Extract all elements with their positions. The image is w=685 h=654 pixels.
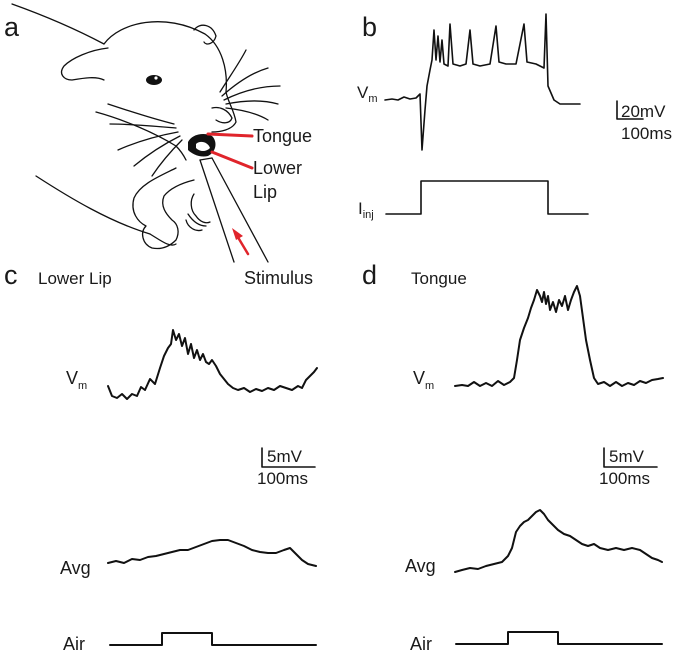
pipette-tip: [199, 157, 213, 161]
scale-label-ms-d: 100ms: [599, 469, 650, 488]
label-air-c: Air: [63, 634, 85, 654]
label-lower: Lower: [253, 158, 302, 178]
body-outline-2: [149, 233, 177, 246]
whisker: [225, 100, 279, 105]
paw-arm: [132, 167, 195, 250]
head-outline: [103, 21, 237, 133]
panel-c: c Lower Lip Vm 5mV 100ms Avg Air: [4, 260, 318, 654]
body-outline: [35, 175, 151, 235]
pipette-right: [211, 157, 269, 263]
tongue-pointer: [206, 132, 254, 138]
label-vm-d: Vm: [413, 368, 434, 392]
air-trace-lower-lip: [109, 632, 317, 646]
label-tongue: Tongue: [253, 126, 312, 146]
panel-letter-a: a: [4, 12, 20, 42]
cheek-outline: [95, 111, 187, 161]
nose: [211, 106, 233, 124]
label-air-d: Air: [410, 634, 432, 654]
panel-b: b Vm Iinj 20mV 100ms: [357, 12, 672, 221]
lower-lip-pointer: [210, 150, 254, 170]
paw-fingers: [190, 193, 211, 224]
scale-bar-d: [603, 447, 658, 468]
ear-left: [60, 47, 109, 81]
eye: [146, 75, 162, 85]
whisker: [225, 107, 269, 121]
scale-bar-b: [616, 100, 644, 120]
panel-title-c: Lower Lip: [38, 269, 112, 288]
label-avg-c: Avg: [60, 558, 91, 578]
panel-letter-d: d: [362, 260, 377, 290]
injected-current-trace: [385, 180, 589, 215]
paw-finger: [185, 219, 203, 232]
label-vm-b: Vm: [357, 83, 378, 105]
whisker: [109, 123, 177, 129]
hand-outline: [11, 3, 105, 45]
paw-finger: [187, 213, 207, 227]
avg-trace-tongue: [454, 509, 663, 573]
vm-trace-lower-lip: [107, 329, 318, 400]
label-iinj: Iinj: [358, 199, 374, 221]
panel-letter-b: b: [362, 12, 377, 42]
scale-label-ms-b: 100ms: [621, 124, 672, 143]
whisker: [223, 85, 281, 101]
panel-d: d Tongue Vm 5mV 100ms Avg Air: [362, 260, 664, 654]
scale-label-ms-c: 100ms: [257, 469, 308, 488]
avg-trace-lower-lip: [107, 539, 317, 567]
scale-label-mv-b: 20mV: [621, 102, 666, 121]
scale-label-mv-c: 5mV: [267, 447, 303, 466]
eye-highlight: [154, 76, 158, 80]
whisker: [151, 139, 183, 177]
whisker: [107, 103, 175, 125]
membrane-voltage-trace: [384, 13, 581, 151]
ear-right: [193, 24, 217, 45]
whisker: [219, 49, 247, 93]
stimulus-arrow-head: [232, 228, 243, 240]
whisker: [117, 131, 179, 151]
label-vm-c: Vm: [66, 368, 87, 392]
label-lip: Lip: [253, 182, 277, 202]
air-trace-tongue: [455, 631, 663, 645]
whisker: [221, 67, 269, 97]
scale-label-mv-d: 5mV: [609, 447, 645, 466]
panel-letter-c: c: [4, 260, 18, 290]
pipette-left: [199, 159, 235, 263]
whisker: [133, 135, 181, 167]
label-avg-d: Avg: [405, 556, 436, 576]
label-stimulus: Stimulus: [244, 268, 313, 288]
scale-bar-c: [261, 447, 316, 468]
tongue-shape: [196, 141, 210, 151]
panel-title-d: Tongue: [411, 269, 467, 288]
vm-trace-tongue: [454, 285, 664, 387]
rat-illustration: [11, 3, 281, 263]
panel-a: a: [4, 3, 313, 288]
